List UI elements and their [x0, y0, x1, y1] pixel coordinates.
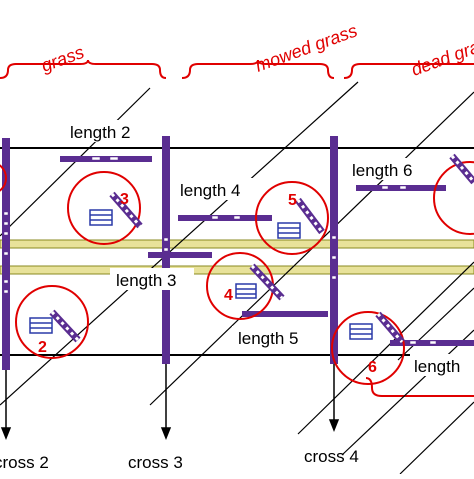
boundary-lines — [0, 147, 474, 356]
trap-icon-3 — [89, 209, 113, 226]
road — [0, 239, 474, 275]
trap-icon-5 — [277, 222, 301, 239]
circle-left-edge — [0, 164, 7, 192]
length-bars — [60, 156, 474, 346]
region-braces — [0, 59, 474, 397]
trap-icon-2 — [29, 317, 53, 334]
label-length-5: length 5 — [238, 329, 299, 348]
circle-edge — [433, 161, 474, 235]
circle-6 — [331, 311, 405, 385]
bar-length-4 — [178, 215, 272, 221]
label-length-3: length 3 — [116, 271, 177, 290]
bar-length-5 — [242, 311, 328, 317]
region-label-mowed-grass: mowed grass — [253, 20, 360, 75]
label-cross-2: cross 2 — [0, 453, 49, 472]
trap-icon-4 — [235, 283, 257, 299]
striped-segments — [49, 153, 474, 345]
label-length-6: length 6 — [352, 161, 413, 180]
region-label-grass: grass — [39, 42, 87, 76]
circle-3 — [67, 171, 141, 245]
region-label-dead-grass: dead grass — [409, 31, 474, 80]
label-cross-3: cross 3 — [128, 453, 183, 472]
pole-3 — [330, 136, 338, 364]
marker-3: 3 — [120, 191, 129, 208]
circle-5 — [255, 181, 329, 255]
marker-6: 6 — [368, 359, 377, 376]
vertical-poles — [2, 136, 338, 370]
cross-arrows — [0, 364, 340, 441]
marker-4: 4 — [224, 287, 233, 304]
bar-length-2 — [60, 156, 152, 162]
trap-icon-6 — [349, 323, 373, 340]
bar-length-3 — [148, 252, 212, 258]
marker-5: 5 — [288, 192, 297, 209]
label-length-4: length 4 — [180, 181, 241, 200]
circle-2 — [15, 285, 89, 359]
label-cross-4: cross 4 — [304, 447, 359, 466]
marker-2: 2 — [38, 339, 47, 356]
trap-icons — [29, 209, 373, 340]
label-length-2: length 2 — [70, 123, 131, 142]
length-labels: length 2 length 4 length 3 length 5 leng… — [64, 120, 474, 376]
label-length-partial: length — [414, 357, 460, 376]
